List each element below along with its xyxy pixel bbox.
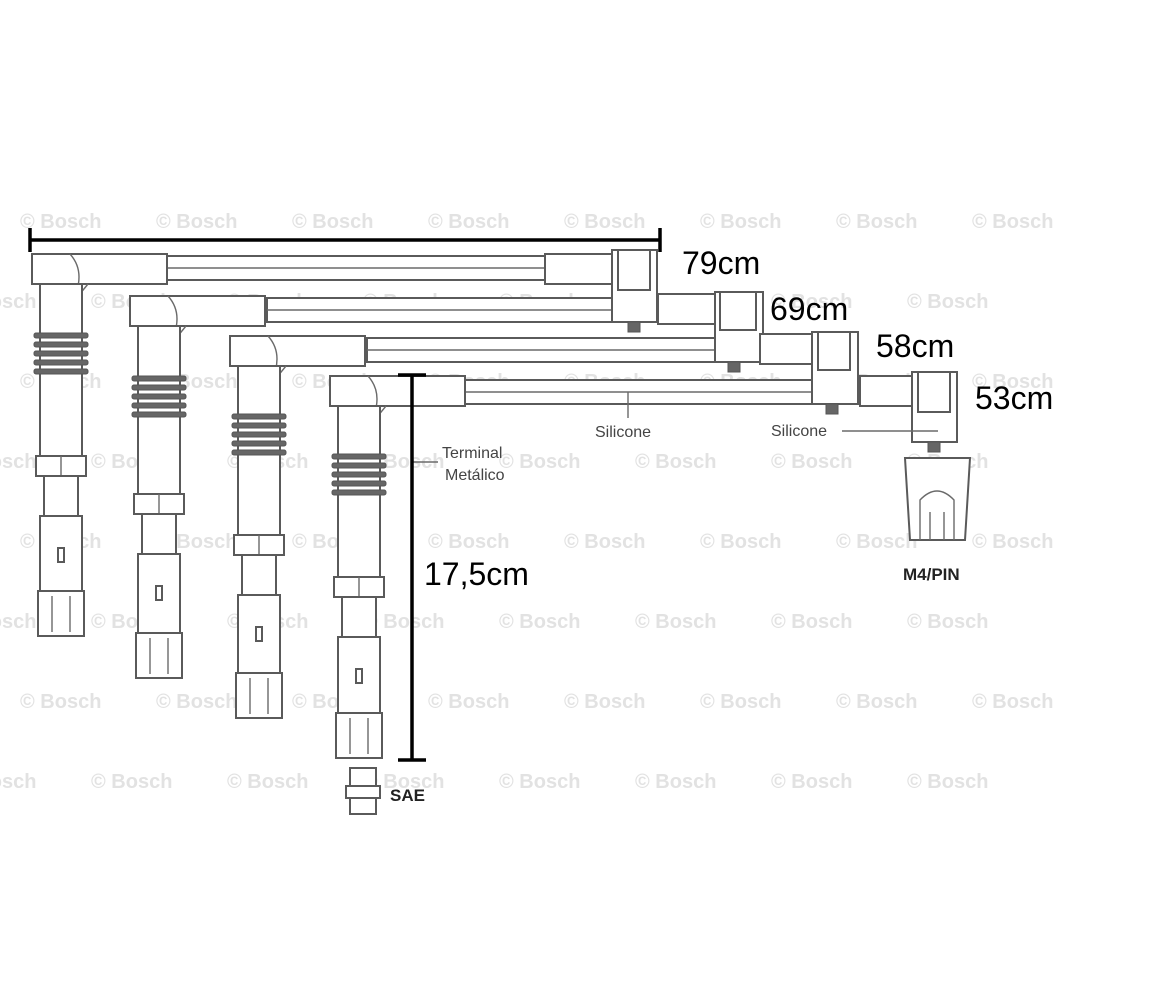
watermark-text: © Bosch — [20, 211, 101, 233]
coil-cap-3 — [759, 331, 859, 415]
watermark-text: © Bosch — [635, 771, 716, 793]
dimension-label-69cm: 69cm — [770, 291, 848, 327]
watermark-text: © Bosch — [428, 691, 509, 713]
watermark-text: © Bosch — [907, 291, 988, 313]
dimension-label-17-5cm: 17,5cm — [424, 556, 529, 592]
watermark-text: © Bosch — [564, 691, 645, 713]
spark-plug-boot-3 — [229, 335, 366, 719]
coil-cap-4 — [859, 371, 958, 453]
watermark-text: © Bosch — [907, 611, 988, 633]
coil-cap-1 — [544, 249, 658, 333]
sae-label: SAE — [390, 786, 425, 805]
sae-connector — [345, 767, 381, 815]
spark-plug-boot-2 — [129, 295, 266, 679]
watermark-text: © Bosch — [428, 211, 509, 233]
watermark-text: © Bosch — [771, 291, 852, 313]
silicone-label-right: Silicone — [771, 423, 827, 440]
coil-cap-2 — [657, 291, 764, 373]
watermark-text: © Bosch — [700, 531, 781, 553]
watermark-text: © Bosch — [972, 371, 1053, 393]
dimension-line-79cm — [28, 228, 662, 252]
dimension-label-79cm: 79cm — [682, 245, 760, 281]
watermark-text: © Bosch — [499, 451, 580, 473]
watermark-text: © Bosch — [700, 691, 781, 713]
dimension-label-53cm: 53cm — [975, 380, 1053, 416]
watermark-text: © Bosch — [771, 611, 852, 633]
spark-plug-boot-4 — [329, 375, 466, 759]
m4-pin-connector — [903, 457, 972, 541]
silicone-label-left: Silicone — [595, 424, 651, 441]
watermark-text: © Bosch — [0, 451, 36, 473]
terminal-label-line2: Metálico — [445, 467, 505, 484]
watermark-text: © Bosch — [700, 211, 781, 233]
watermark-text: © Bosch — [363, 611, 444, 633]
watermark-text: © Bosch — [635, 451, 716, 473]
watermark-text: © Bosch — [91, 771, 172, 793]
watermark-text: © Bosch — [292, 211, 373, 233]
watermark-text: © Bosch — [156, 691, 237, 713]
watermark-text: © Bosch — [972, 531, 1053, 553]
watermark-text: © Bosch — [156, 211, 237, 233]
watermark-text: © Bosch — [499, 771, 580, 793]
watermark-text: © Bosch — [363, 771, 444, 793]
watermark-text: © Bosch — [564, 211, 645, 233]
watermark-text: © Bosch — [428, 531, 509, 553]
spark-plug-boot-1 — [31, 253, 168, 637]
watermark-text: © Bosch — [0, 291, 36, 313]
watermark-text: © Bosch — [771, 451, 852, 473]
watermark-text: © Bosch — [972, 691, 1053, 713]
watermark-text: © Bosch — [0, 611, 36, 633]
watermark-text: © Bosch — [20, 691, 101, 713]
terminal-label-line1: Terminal — [442, 445, 502, 462]
cable-lead-1 — [164, 255, 551, 281]
cable-lead-2 — [266, 297, 663, 323]
m4-pin-label: M4/PIN — [903, 565, 960, 584]
watermark-text: © Bosch — [836, 691, 917, 713]
watermark-text: © Bosch — [564, 531, 645, 553]
watermark-text: © Bosch — [836, 531, 917, 553]
watermark-text: © Bosch — [635, 611, 716, 633]
watermark-text: © Bosch — [0, 771, 36, 793]
watermark-text: © Bosch — [771, 771, 852, 793]
cable-lead-3 — [366, 337, 763, 363]
dimension-label-58cm: 58cm — [876, 328, 954, 364]
watermark-text: © Bosch — [836, 211, 917, 233]
watermark-text: © Bosch — [499, 611, 580, 633]
cable-lead-4 — [464, 379, 866, 405]
watermark-text: © Bosch — [907, 771, 988, 793]
dimension-line-17-5cm — [398, 373, 426, 762]
watermark-text: © Bosch — [227, 771, 308, 793]
watermark-text: © Bosch — [972, 211, 1053, 233]
